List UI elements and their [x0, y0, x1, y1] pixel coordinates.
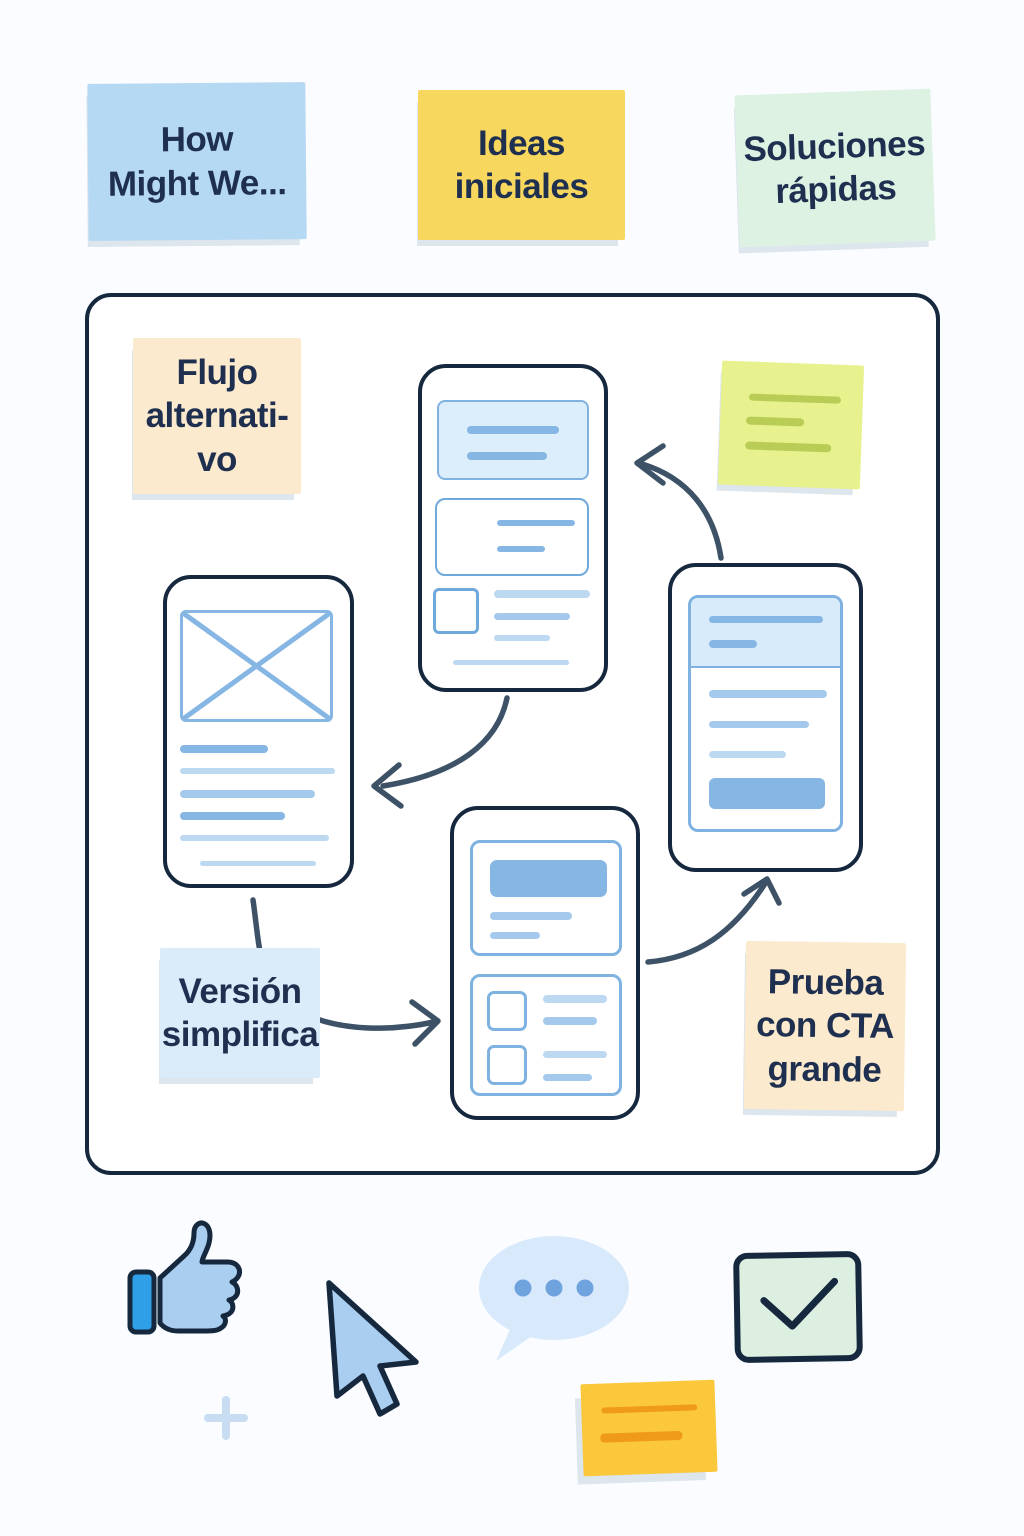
wire-bar — [709, 640, 757, 648]
wireframe-phone-right[interactable] — [668, 563, 863, 872]
wire-form-card — [688, 595, 843, 832]
cursor-icon[interactable] — [323, 1278, 423, 1423]
wire-bar — [543, 995, 607, 1003]
note-scribble-line — [748, 393, 842, 404]
note-scribble-line — [601, 1404, 698, 1414]
note-scribble-line — [600, 1430, 683, 1443]
wire-bar — [180, 790, 315, 798]
wire-checkbox-square — [433, 588, 479, 634]
wire-hero-block — [437, 400, 589, 480]
wireframe-phone-bottom[interactable] — [450, 806, 640, 1120]
sticky-note-soluciones-rapidas[interactable]: Soluciones rápidas — [734, 88, 936, 248]
wire-image-placeholder — [180, 610, 333, 722]
wire-bar — [200, 861, 316, 866]
wire-bar — [494, 613, 570, 620]
wire-cta-button — [709, 778, 825, 809]
wire-bar — [709, 690, 827, 698]
sticky-note-flujo-alternativo[interactable]: Flujo alternati- vo — [133, 338, 301, 494]
wire-bar — [494, 590, 590, 598]
sticky-note-orange[interactable] — [580, 1379, 718, 1477]
sticky-note-text: Versión simplifica — [161, 971, 319, 1054]
sticky-note-text: Flujo alternati- vo — [145, 352, 289, 479]
wire-bar — [497, 520, 575, 526]
sticky-note-how-might-we[interactable]: How Might We... — [87, 82, 307, 241]
wire-bar — [180, 812, 285, 820]
wire-bar — [543, 1017, 597, 1025]
note-scribble-line — [745, 416, 805, 427]
sticky-note-prueba-cta[interactable]: Prueba con CTA grande — [743, 940, 907, 1112]
wireframe-phone-top[interactable] — [418, 364, 608, 692]
sticky-note-text: Prueba con CTA grande — [755, 962, 895, 1090]
wire-bar — [709, 751, 786, 758]
wire-checkbox-square — [487, 991, 527, 1031]
wire-bar — [497, 546, 545, 552]
wire-bar — [180, 835, 329, 841]
wire-text-box — [435, 498, 589, 576]
checkbox-check-icon[interactable] — [733, 1250, 863, 1364]
wire-checkbox-square — [487, 1045, 527, 1085]
wire-bar — [467, 426, 559, 434]
wire-banner-card — [470, 840, 622, 956]
sticky-note-lime[interactable] — [717, 360, 865, 490]
sticky-note-ideas-iniciales[interactable]: Ideas iniciales — [418, 90, 625, 240]
wire-cta-banner — [490, 860, 607, 897]
wire-bar — [180, 768, 335, 774]
wire-bar — [494, 635, 550, 641]
note-scribble-line — [745, 441, 832, 453]
wire-bar — [467, 452, 547, 460]
checkmark-icon — [760, 1277, 839, 1330]
plus-icon[interactable] — [204, 1396, 248, 1440]
wire-bar — [543, 1074, 592, 1081]
wire-card-header — [691, 598, 840, 668]
thumbs-up-icon[interactable] — [126, 1218, 246, 1336]
wire-bar — [453, 660, 569, 665]
wire-list-card — [470, 974, 622, 1096]
plus-bar — [222, 1396, 230, 1440]
wire-bar — [490, 912, 572, 920]
image-cross-icon — [181, 610, 332, 722]
wire-bar — [180, 745, 268, 753]
sticky-note-text: Soluciones rápidas — [742, 123, 926, 212]
wireframe-phone-left[interactable] — [163, 575, 354, 888]
sticky-note-version-simplifica[interactable]: Versión simplifica — [160, 948, 320, 1078]
wire-bar — [709, 616, 823, 623]
wire-bar — [709, 721, 809, 728]
speech-bubble-icon[interactable] — [478, 1235, 630, 1365]
sticky-note-text: How Might We... — [107, 119, 287, 204]
wire-bar — [490, 932, 540, 939]
wire-bar — [543, 1051, 607, 1058]
sticky-note-text: Ideas iniciales — [454, 123, 589, 206]
